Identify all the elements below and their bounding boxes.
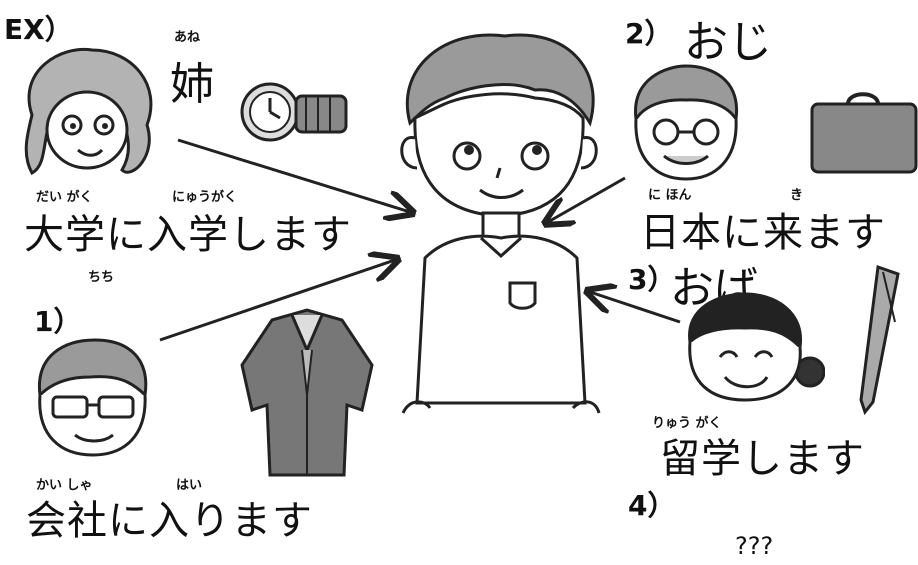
ex-kanji: 姉 bbox=[170, 59, 214, 110]
item2-phrase-ruby-2: き bbox=[790, 188, 804, 203]
item2-relation: おじ bbox=[684, 17, 772, 68]
arrow-3 bbox=[590, 292, 681, 324]
ex-phrase-ruby-1: だい がく bbox=[36, 190, 93, 205]
boy-illustration bbox=[400, 33, 601, 414]
pen-icon bbox=[859, 264, 900, 416]
watch-icon bbox=[240, 82, 348, 142]
arrow-ex bbox=[177, 138, 410, 212]
item3-label: 3） bbox=[628, 263, 676, 296]
item3-phrase: 留学します bbox=[660, 436, 865, 482]
arrow-1 bbox=[159, 260, 395, 342]
item1-phrase-ruby-1: かい しゃ bbox=[36, 478, 93, 493]
aunt-illustration bbox=[688, 292, 825, 402]
uncle-illustration bbox=[634, 64, 738, 181]
item2-phrase: 日本に来ます bbox=[640, 210, 886, 256]
ex-kanji-ruby: あね bbox=[174, 30, 201, 45]
briefcase-icon bbox=[810, 92, 918, 174]
item1-label: 1） bbox=[34, 305, 82, 338]
ex-label: EX） bbox=[4, 13, 73, 46]
item1-phrase-ruby-2: はい bbox=[176, 478, 203, 493]
ex-phrase-ruby-2: にゅうがく bbox=[172, 190, 238, 205]
arrow-2 bbox=[548, 176, 626, 222]
suit-icon bbox=[240, 308, 374, 477]
sister-illustration bbox=[24, 47, 153, 176]
item4-label: 4） bbox=[628, 489, 676, 522]
ex-extra-ruby: ちち bbox=[88, 270, 115, 285]
item3-phrase-ruby: りゅう がく bbox=[652, 416, 722, 431]
item2-phrase-ruby-1: に ほん bbox=[648, 188, 692, 203]
item1-phrase: 会社に入ります bbox=[26, 498, 313, 544]
father-illustration bbox=[37, 338, 148, 457]
ex-phrase: 大学に入学します bbox=[24, 212, 352, 258]
item4-unknown: ??? bbox=[735, 532, 774, 560]
item2-label: 2） bbox=[625, 17, 673, 50]
